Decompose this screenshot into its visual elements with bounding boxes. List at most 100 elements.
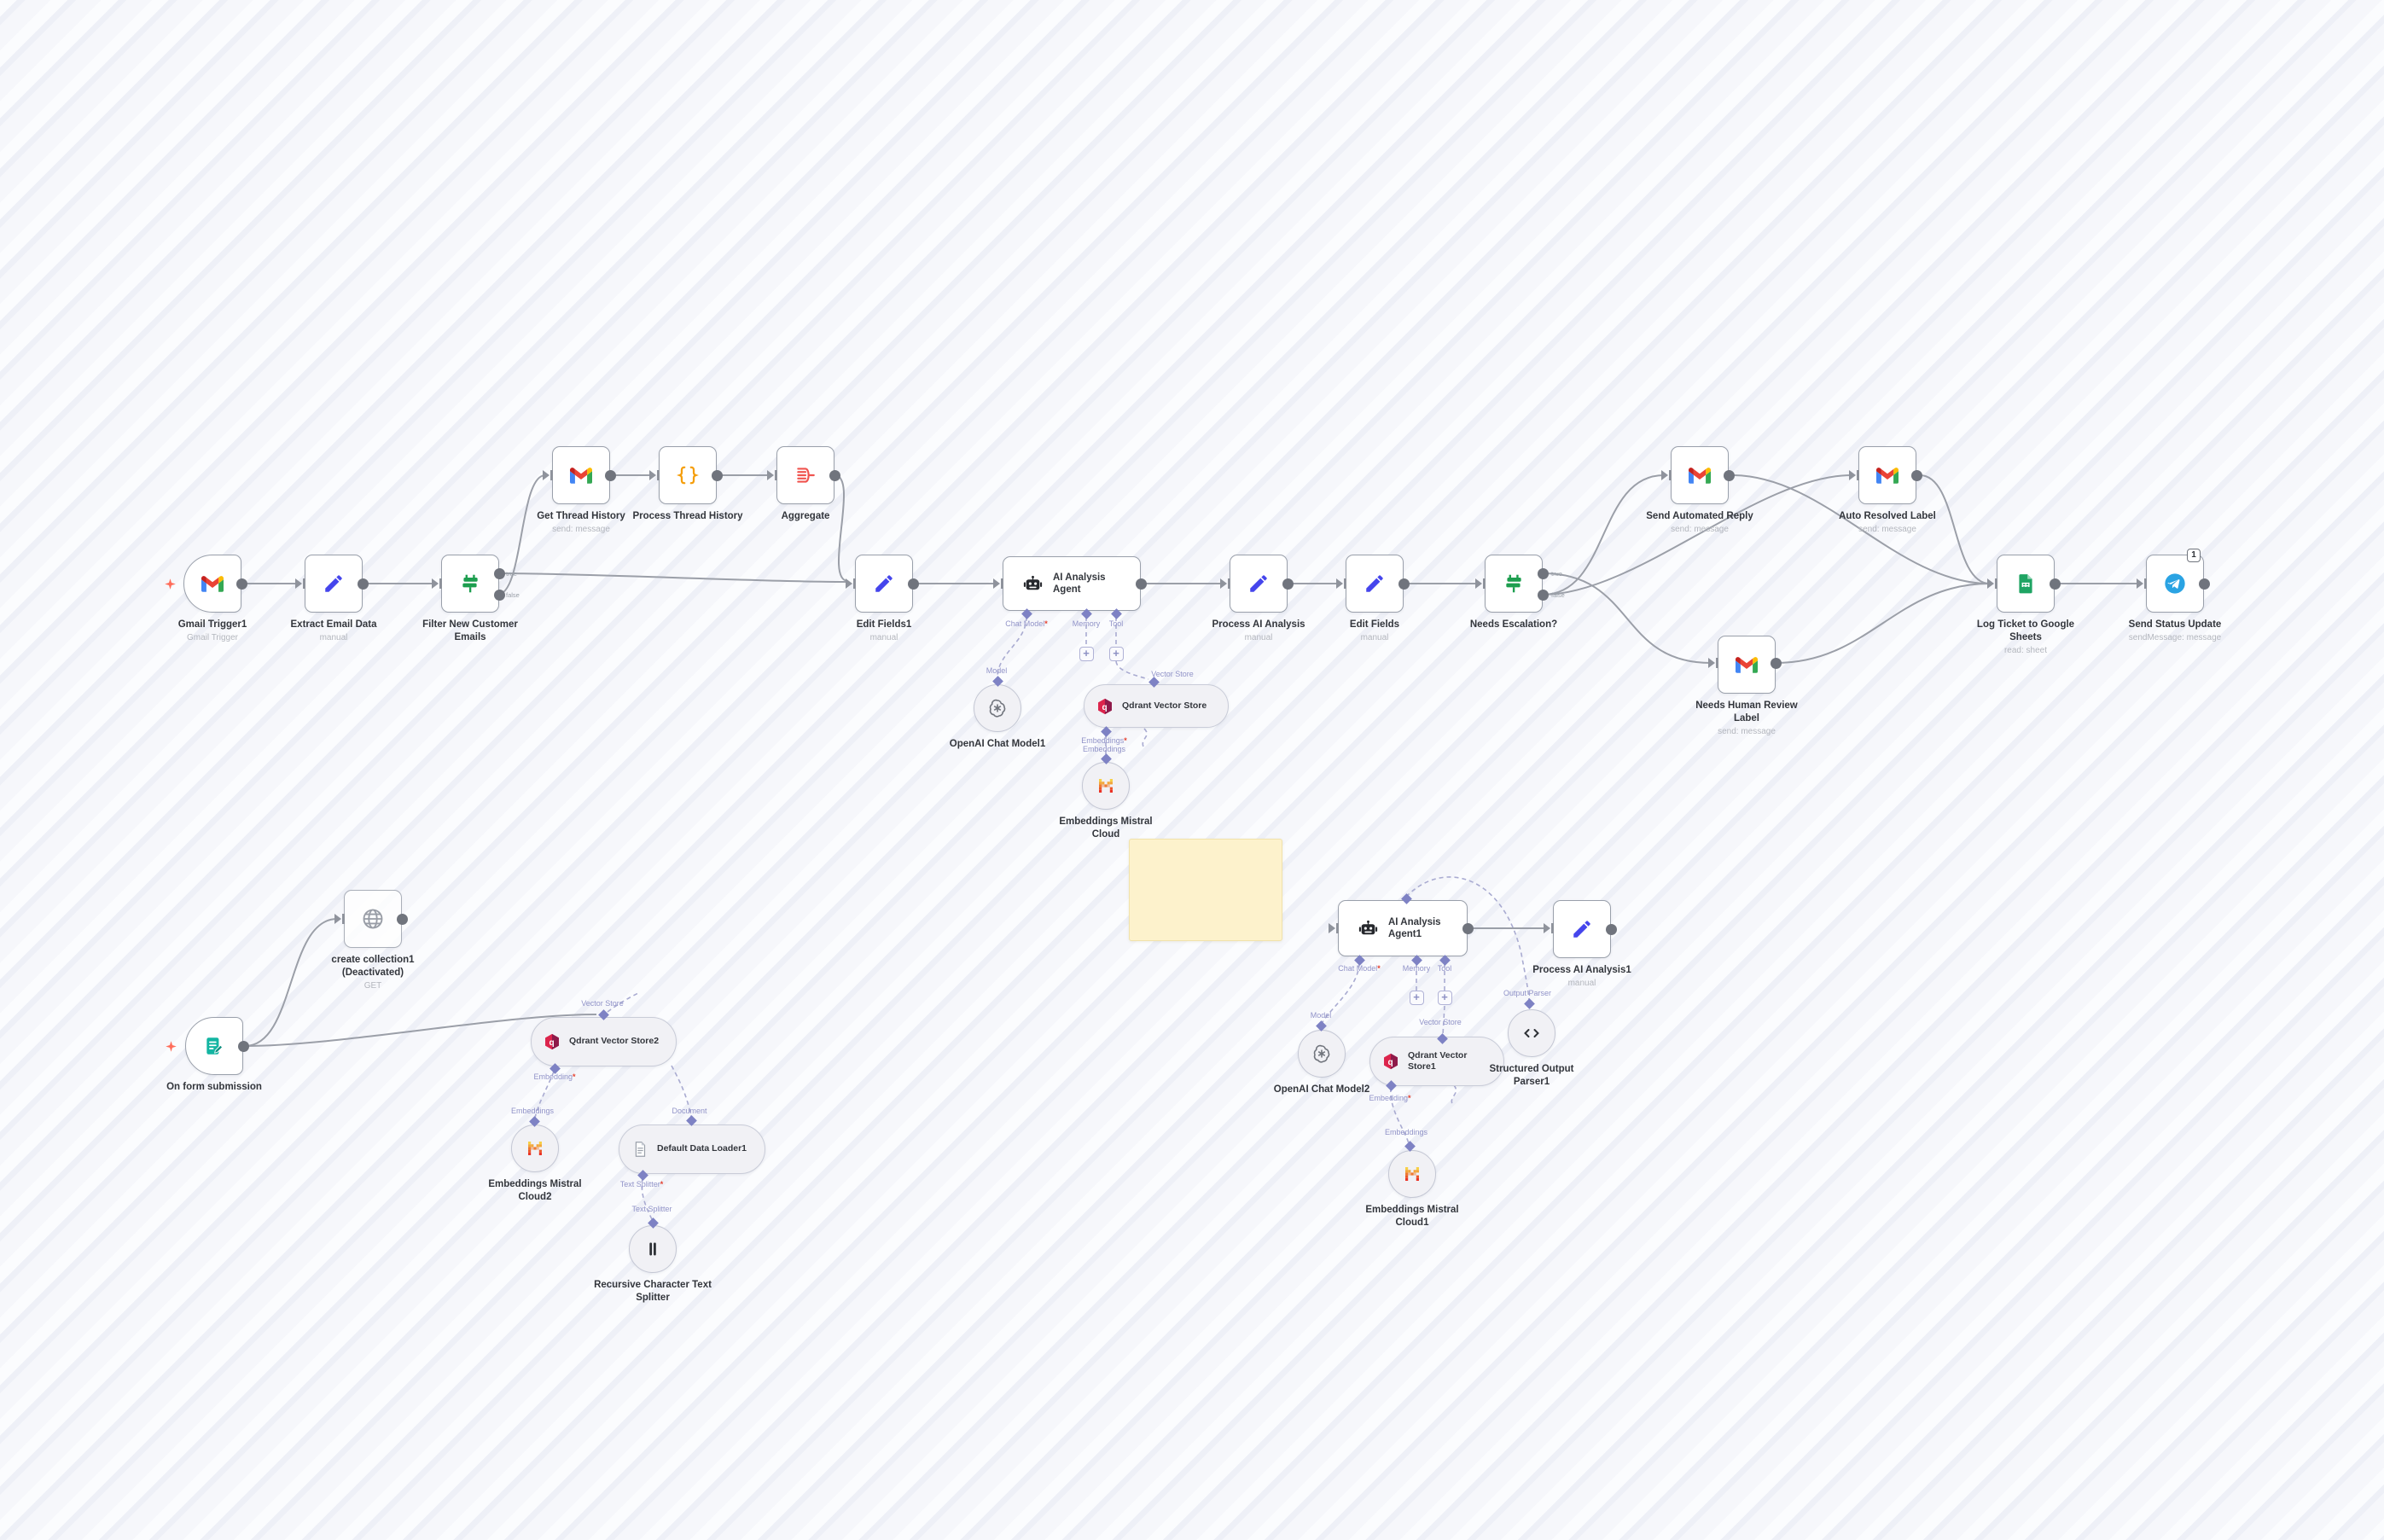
output-port[interactable] <box>1724 469 1735 481</box>
on-form-submission[interactable] <box>185 1017 243 1075</box>
embeddings-mistral-cloud2[interactable] <box>511 1124 559 1172</box>
input-port[interactable] <box>1848 468 1860 482</box>
output-port[interactable] <box>712 469 723 481</box>
input-port[interactable] <box>845 577 857 590</box>
create-collection1[interactable] <box>344 890 402 948</box>
sticky-note[interactable] <box>1129 839 1282 941</box>
input-port[interactable] <box>1474 577 1486 590</box>
output-port[interactable] <box>1398 578 1410 590</box>
get-thread-history[interactable] <box>552 446 610 504</box>
send-status-update[interactable] <box>2146 555 2204 613</box>
connection-edge[interactable] <box>1775 583 1991 664</box>
connection-edge[interactable] <box>244 918 338 1047</box>
ai-connection-edge[interactable] <box>1390 1087 1410 1144</box>
input-port[interactable] <box>542 468 554 482</box>
openai-chat-model2[interactable] <box>1298 1030 1346 1078</box>
needs-escalation[interactable] <box>1485 555 1543 613</box>
filter-new-customer-emails[interactable] <box>441 555 499 613</box>
connection-edge[interactable] <box>244 1014 597 1047</box>
ai-connection-edge[interactable] <box>641 1177 653 1220</box>
output-port[interactable] <box>1771 657 1782 669</box>
ai-connection-edge[interactable] <box>1442 1005 1445 1036</box>
input-port[interactable] <box>1986 577 1998 590</box>
input-port[interactable] <box>1660 468 1672 482</box>
input-port[interactable] <box>1328 921 1340 935</box>
ai-connection-edge[interactable] <box>671 1065 692 1118</box>
add-connection-button[interactable]: + <box>1437 990 1452 1005</box>
ai-connection-edge[interactable] <box>1142 728 1148 747</box>
output-port[interactable] <box>1136 578 1147 590</box>
output-port[interactable] <box>1538 567 1549 579</box>
connection-edge[interactable] <box>1919 474 1991 584</box>
ai-connection-edge[interactable] <box>1405 876 1530 1001</box>
recursive-character-text-splitter[interactable] <box>629 1225 677 1273</box>
output-port[interactable] <box>494 567 505 579</box>
process-thread-history[interactable] <box>659 446 717 504</box>
input-port[interactable] <box>992 577 1004 590</box>
input-port[interactable] <box>1335 577 1347 590</box>
output-port[interactable] <box>829 469 840 481</box>
output-port[interactable] <box>1538 589 1549 601</box>
connection-edge[interactable] <box>497 572 849 583</box>
add-connection-button[interactable]: + <box>1079 646 1094 661</box>
input-port[interactable] <box>334 912 346 926</box>
ai-analysis-agent[interactable]: AI Analysis Agent <box>1003 556 1141 611</box>
extract-email-data[interactable] <box>305 555 363 613</box>
ai-connection-edge[interactable] <box>1322 962 1360 1023</box>
connection-edge[interactable] <box>1542 474 1852 596</box>
output-port[interactable] <box>236 578 247 590</box>
needs-human-review-label[interactable] <box>1718 636 1776 694</box>
output-port[interactable] <box>1282 578 1294 590</box>
aggregate[interactable] <box>776 446 834 504</box>
edit-fields1[interactable] <box>855 555 913 613</box>
input-port[interactable] <box>1707 656 1719 670</box>
embeddings-mistral-cloud1[interactable] <box>1388 1150 1436 1198</box>
send-automated-reply[interactable] <box>1671 446 1729 504</box>
add-connection-button[interactable]: + <box>1409 990 1424 1005</box>
input-port[interactable] <box>431 577 443 590</box>
structured-output-parser1[interactable] <box>1508 1009 1555 1057</box>
output-port[interactable] <box>908 578 919 590</box>
openai-chat-model1[interactable] <box>974 684 1021 732</box>
output-port[interactable] <box>2050 578 2061 590</box>
input-port[interactable] <box>294 577 306 590</box>
output-port[interactable] <box>238 1040 249 1052</box>
gmail-trigger1[interactable] <box>183 555 241 613</box>
input-port[interactable] <box>2136 577 2148 590</box>
output-port[interactable] <box>1911 469 1922 481</box>
connection-edge[interactable] <box>1542 474 1665 596</box>
connection-edge[interactable] <box>1731 474 1991 584</box>
output-port[interactable] <box>358 578 369 590</box>
ai-connection-edge[interactable] <box>534 1071 555 1119</box>
default-data-loader1[interactable]: Default Data Loader1 <box>619 1124 765 1174</box>
ai-analysis-agent1[interactable]: AI Analysis Agent1 <box>1338 900 1468 956</box>
embeddings-mistral-cloud[interactable] <box>1082 762 1130 810</box>
output-port[interactable] <box>2199 578 2210 590</box>
output-port[interactable] <box>1462 922 1474 934</box>
input-port[interactable] <box>648 468 660 482</box>
output-port[interactable] <box>605 469 616 481</box>
ai-connection-edge[interactable] <box>997 616 1027 678</box>
input-port[interactable] <box>1543 921 1555 935</box>
ai-connection-edge[interactable] <box>1451 1084 1457 1105</box>
connection-edge[interactable] <box>1542 572 1712 664</box>
log-ticket-to-google-sheets[interactable] <box>1997 555 2055 613</box>
output-port[interactable] <box>494 589 505 601</box>
input-port[interactable] <box>1219 577 1231 590</box>
output-port[interactable] <box>397 913 408 925</box>
edit-fields[interactable] <box>1346 555 1404 613</box>
add-connection-button[interactable]: + <box>1108 646 1124 661</box>
connection-edge[interactable] <box>497 474 546 596</box>
ai-connection-edge[interactable] <box>607 992 639 1013</box>
output-port[interactable] <box>1606 923 1617 935</box>
process-ai-analysis1[interactable] <box>1553 900 1611 958</box>
ai-connection-edge[interactable] <box>1115 660 1149 680</box>
input-port[interactable] <box>766 468 778 482</box>
auto-resolved-label[interactable] <box>1858 446 1916 504</box>
process-ai-analysis[interactable] <box>1230 555 1288 613</box>
connection-edge[interactable] <box>834 474 849 582</box>
